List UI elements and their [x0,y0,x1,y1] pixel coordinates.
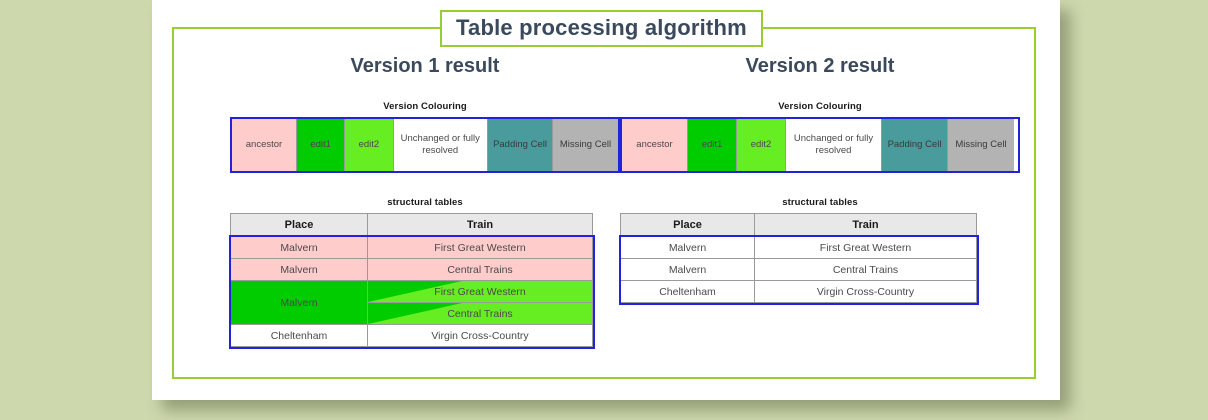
version-colouring-legend-2: ancestor edit1 edit2 Unchanged or fully … [620,117,1020,173]
column-header-train: Train [367,213,593,237]
table-row: Malvern Central Trains [230,258,593,281]
table-label-version-1: structural tables [387,197,463,208]
cell-train: First Great Western [367,280,593,303]
cell-place: Malvern [620,258,755,281]
cell-train-label: Central Trains [447,307,513,320]
legend-cell-missing: Missing Cell [948,119,1014,171]
cell-place-merged: Malvern [230,280,368,325]
panel-version-1: Version 1 result Version Colouring ances… [228,55,620,349]
cell-train: Central Trains [367,302,593,325]
cell-train-label: First Great Western [434,285,526,298]
table-row: Cheltenham Virgin Cross-Country [620,280,977,303]
legend-cell-edit2: edit2 [737,119,786,171]
table-row: Central Trains [231,302,593,325]
structural-table-version-1: Place Train Malvern First Great Western … [228,213,595,349]
column-header-place: Place [620,213,755,237]
cell-train: Virgin Cross-Country [367,324,593,347]
cell-train: Central Trains [754,258,977,281]
table-row: Malvern First Great Western [230,280,593,325]
legend-cell-unchanged: Unchanged or fully resolved [393,119,489,171]
table-header-row: Place Train [620,213,977,237]
table-label-version-2: structural tables [782,197,858,208]
column-header-place: Place [230,213,368,237]
legend-cell-missing: Missing Cell [553,119,618,171]
legend-cell-padding: Padding Cell [488,119,553,171]
legend-label-version-1: Version Colouring [383,101,467,112]
panel-heading-version-2: Version 2 result [745,55,895,77]
legend-label-version-2: Version Colouring [778,101,862,112]
legend-cell-padding: Padding Cell [882,119,948,171]
legend-cell-ancestor: ancestor [232,119,297,171]
cell-place: Cheltenham [620,280,755,303]
legend-cell-edit2: edit2 [345,119,394,171]
slide-title-box: Table processing algorithm [440,10,763,48]
table-row: Malvern First Great Western [620,236,977,259]
cell-train: Virgin Cross-Country [754,280,977,303]
structural-table-version-2: Place Train Malvern First Great Western … [618,213,979,305]
legend-cell-edit1: edit1 [296,119,346,171]
cell-train: First Great Western [367,236,593,259]
table-header-row: Place Train [230,213,593,237]
cell-place: Malvern [620,236,755,259]
table-row: Malvern Central Trains [620,258,977,281]
page-title: Table processing algorithm [456,15,747,40]
cell-place: Malvern [230,258,368,281]
column-header-train: Train [754,213,977,237]
legend-cell-edit1: edit1 [688,119,737,171]
slide-canvas: Table processing algorithm Version 1 res… [152,0,1060,400]
panel-version-2: Version 2 result Version Colouring ances… [618,55,1020,305]
cell-place: Malvern [230,236,368,259]
table-row: Malvern First Great Western [230,236,593,259]
legend-cell-unchanged: Unchanged or fully resolved [786,119,882,171]
cell-train: Central Trains [367,258,593,281]
legend-cell-ancestor: ancestor [622,119,688,171]
panel-heading-version-1: Version 1 result [350,55,500,77]
cell-train: First Great Western [754,236,977,259]
version-colouring-legend-1: ancestor edit1 edit2 Unchanged or fully … [230,117,620,173]
cell-place: Cheltenham [230,324,368,347]
table-row: Cheltenham Virgin Cross-Country [230,324,593,347]
